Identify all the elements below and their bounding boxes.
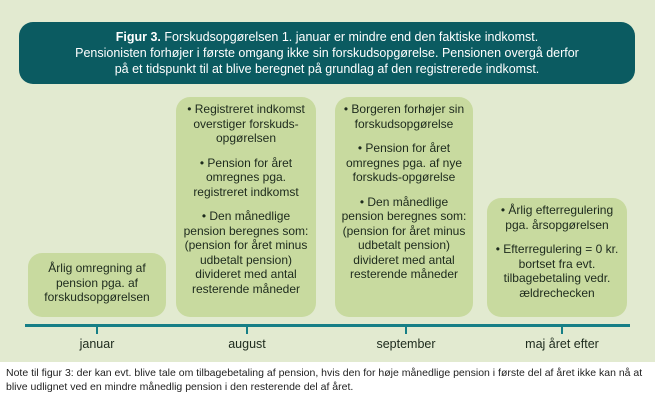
box-item: • Registreret indkomst overstiger forsku…: [187, 102, 305, 145]
timeline-tick: [561, 326, 563, 334]
box-item: • Årlig efterregulering pga. årsopgørels…: [500, 203, 614, 232]
figure-header: Figur 3. Forskudsopgørelsen 1. januar er…: [19, 22, 635, 84]
box-item: • Den månedlige pension beregnes som: (p…: [341, 194, 467, 282]
timeline-tick: [246, 326, 248, 334]
figure-number: Figur 3.: [115, 30, 161, 44]
timeline-tick: [96, 326, 98, 334]
figure-note: Note til figur 3: der kan evt. blive tal…: [6, 367, 643, 393]
timeline-tick: [405, 326, 407, 334]
box-item: • Borgeren forhøjer sin forskudsopgørels…: [343, 102, 465, 131]
box-item: • Efterregulering = 0 kr. bortset fra ev…: [495, 242, 619, 300]
box-januar: Årlig omregning af pension pga. af forsk…: [28, 253, 166, 317]
box-item: • Den månedlige pension beregnes som: (p…: [183, 209, 309, 296]
timeline-label-september: september: [376, 337, 436, 351]
box-item: Årlig omregning af pension pga. af forsk…: [44, 261, 150, 304]
header-line-3: på et tidspunkt til at blive beregnet på…: [114, 62, 540, 76]
header-line-1: Forskudsopgørelsen 1. januar er mindre e…: [164, 30, 539, 44]
box-item: • Pension for året omregnes pga. registr…: [193, 155, 299, 199]
header-line-2: Pensionisten forhøjer i første omgang ik…: [75, 46, 579, 60]
timeline-label-januar: januar: [79, 337, 115, 351]
box-august: • Registreret indkomst overstiger forsku…: [176, 97, 316, 317]
timeline-label-maj: maj året efter: [525, 337, 599, 351]
box-maj: • Årlig efterregulering pga. årsopgørels…: [487, 198, 627, 317]
box-item: • Pension for året omregnes pga. af nye …: [345, 141, 463, 184]
box-september: • Borgeren forhøjer sin forskudsopgørels…: [335, 97, 473, 317]
timeline-label-august: august: [228, 337, 266, 351]
timeline-axis: [25, 324, 630, 327]
